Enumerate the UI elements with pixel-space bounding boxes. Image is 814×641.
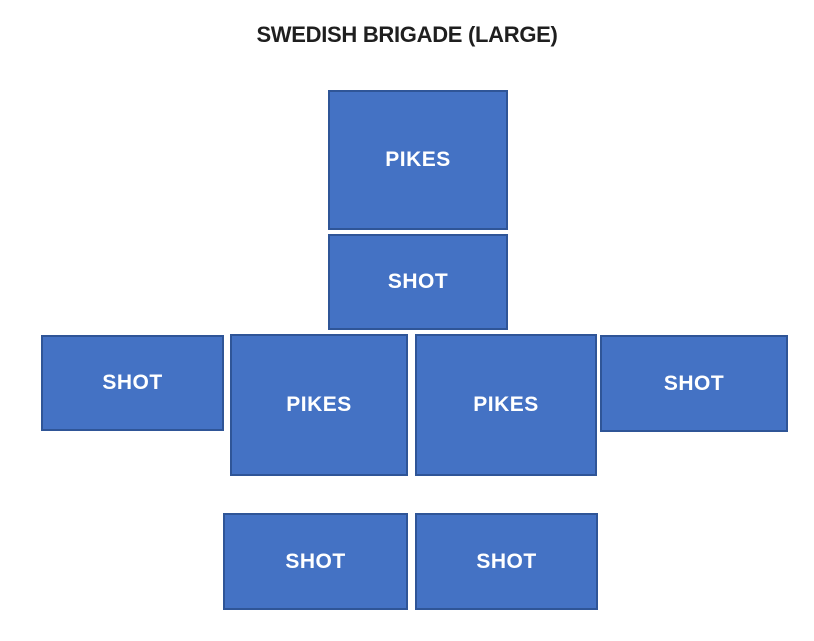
unit-label: SHOT [476, 549, 537, 573]
unit-label: SHOT [387, 270, 449, 293]
unit-box-shot-right: SHOT [600, 335, 788, 432]
unit-box-pikes-mid-left: PIKES [230, 334, 408, 476]
unit-label: SHOT [663, 371, 725, 395]
unit-box-pikes-mid-right: PIKES [415, 334, 597, 476]
unit-box-shot-bottom-left: SHOT [223, 513, 408, 610]
diagram-title: SWEDISH BRIGADE (LARGE) [256, 22, 558, 47]
unit-label: PIKES [385, 148, 451, 171]
unit-label: PIKES [286, 393, 352, 416]
unit-label: SHOT [285, 549, 346, 573]
unit-box-pikes-top: PIKES [328, 90, 508, 230]
unit-box-shot-top: SHOT [328, 234, 508, 330]
unit-box-shot-bottom-right: SHOT [415, 513, 598, 610]
unit-box-shot-left: SHOT [41, 335, 224, 431]
unit-label: PIKES [473, 393, 539, 416]
unit-label: SHOT [102, 371, 163, 394]
